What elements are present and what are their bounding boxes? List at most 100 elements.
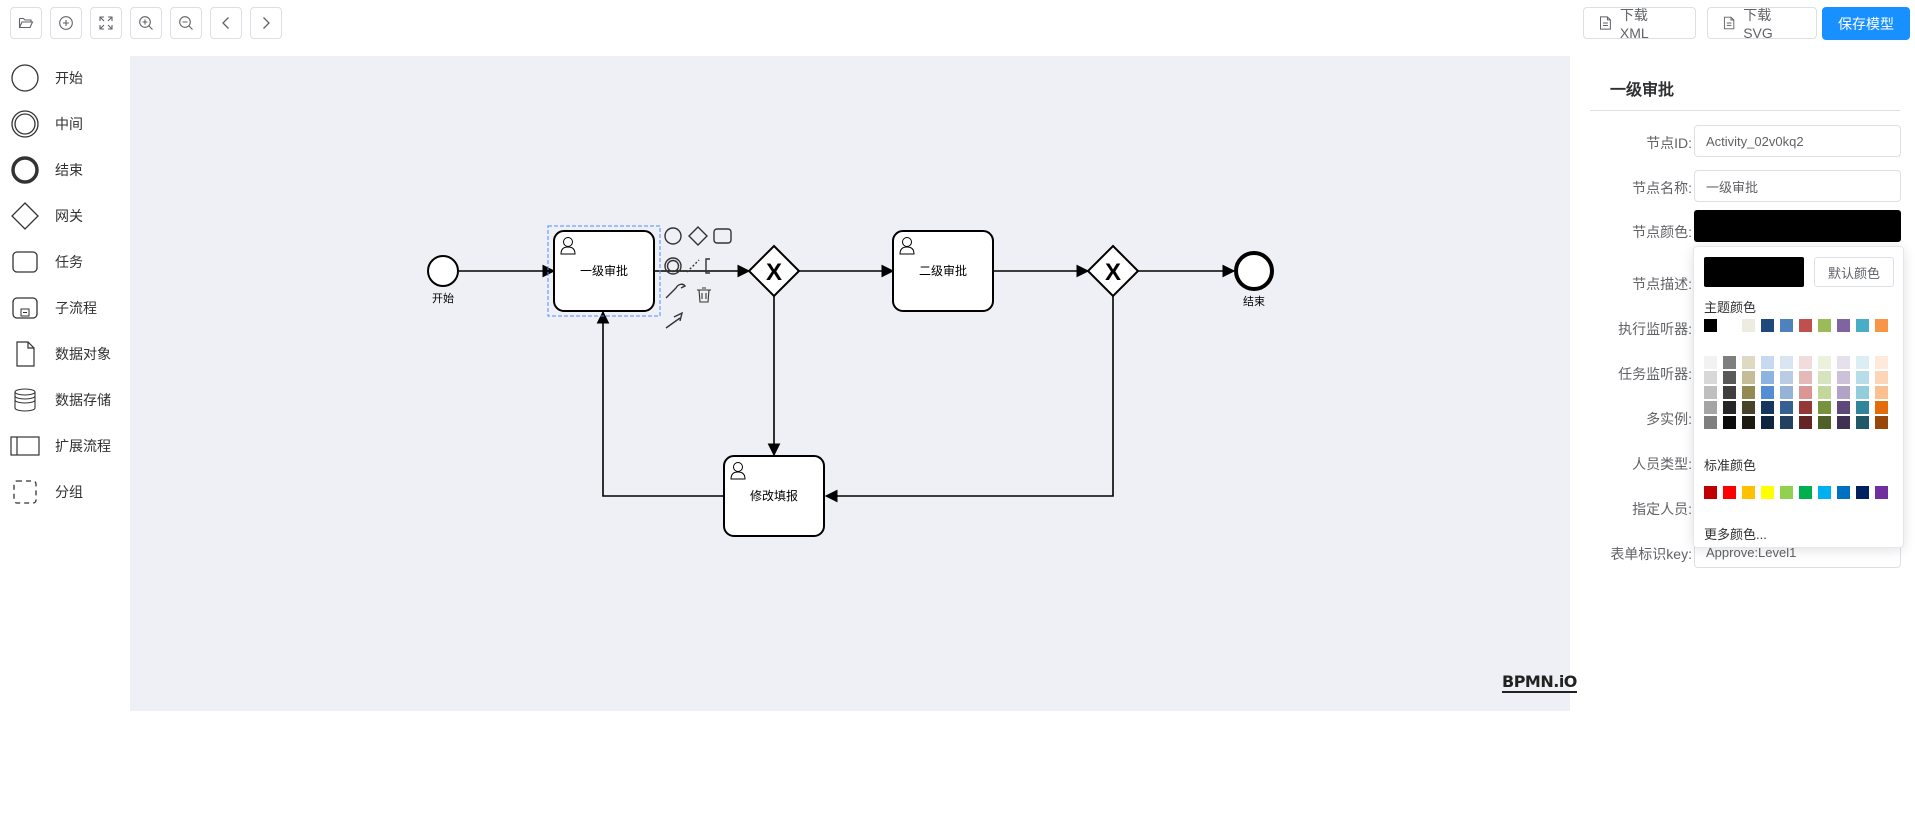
theme-shade-swatch[interactable]: [1818, 401, 1831, 414]
theme-color-swatch[interactable]: [1780, 319, 1793, 332]
theme-shade-swatch[interactable]: [1761, 371, 1774, 384]
theme-shade-swatch[interactable]: [1818, 356, 1831, 369]
zoom-out-button[interactable]: [170, 7, 202, 39]
task-modify[interactable]: 修改填报: [723, 455, 825, 537]
theme-shade-swatch[interactable]: [1837, 386, 1850, 399]
connect-arrow-icon[interactable]: [665, 311, 684, 329]
theme-color-swatch[interactable]: [1761, 319, 1774, 332]
theme-shade-swatch[interactable]: [1818, 416, 1831, 429]
theme-shade-swatch[interactable]: [1742, 416, 1755, 429]
standard-color-swatch[interactable]: [1742, 486, 1755, 499]
palette-item-data-store[interactable]: 数据存储: [10, 385, 111, 415]
connect-icon[interactable]: [686, 259, 700, 273]
theme-shade-swatch[interactable]: [1742, 401, 1755, 414]
theme-shade-swatch[interactable]: [1837, 401, 1850, 414]
theme-shade-swatch[interactable]: [1723, 386, 1736, 399]
theme-shade-swatch[interactable]: [1856, 356, 1869, 369]
start-event[interactable]: [427, 255, 459, 287]
trash-icon[interactable]: [697, 287, 711, 303]
theme-shade-swatch[interactable]: [1875, 356, 1888, 369]
standard-color-swatch[interactable]: [1856, 486, 1869, 499]
theme-shade-swatch[interactable]: [1704, 386, 1717, 399]
theme-shade-swatch[interactable]: [1856, 371, 1869, 384]
text-annotation-icon[interactable]: [705, 258, 710, 274]
theme-shade-swatch[interactable]: [1799, 401, 1812, 414]
theme-color-swatch[interactable]: [1837, 319, 1850, 332]
node-name-input[interactable]: [1694, 170, 1901, 202]
palette-item-start[interactable]: 开始: [10, 63, 83, 93]
theme-color-swatch[interactable]: [1742, 319, 1755, 332]
theme-shade-swatch[interactable]: [1780, 401, 1793, 414]
append-intermediate-event-icon[interactable]: [664, 257, 682, 275]
standard-color-swatch[interactable]: [1799, 486, 1812, 499]
theme-shade-swatch[interactable]: [1780, 386, 1793, 399]
task-level1[interactable]: 一级审批: [553, 230, 655, 312]
standard-color-swatch[interactable]: [1780, 486, 1793, 499]
theme-shade-swatch[interactable]: [1875, 371, 1888, 384]
theme-shade-swatch[interactable]: [1704, 371, 1717, 384]
diagram-canvas[interactable]: 开始 一级审批: [130, 56, 1577, 711]
standard-color-swatch[interactable]: [1761, 486, 1774, 499]
zoom-in-button[interactable]: [130, 7, 162, 39]
append-task-icon[interactable]: [713, 228, 732, 244]
palette-item-intermediate[interactable]: 中间: [10, 109, 83, 139]
save-model-button[interactable]: 保存模型: [1822, 7, 1910, 40]
theme-shade-swatch[interactable]: [1856, 401, 1869, 414]
theme-shade-swatch[interactable]: [1761, 401, 1774, 414]
exclusive-gateway-1[interactable]: X: [747, 244, 801, 298]
new-diagram-button[interactable]: [50, 7, 82, 39]
palette-item-task[interactable]: 任务: [10, 247, 83, 277]
theme-shade-swatch[interactable]: [1837, 416, 1850, 429]
standard-color-swatch[interactable]: [1875, 486, 1888, 499]
theme-shade-swatch[interactable]: [1742, 386, 1755, 399]
palette-item-participant[interactable]: 扩展流程: [10, 431, 111, 461]
theme-shade-swatch[interactable]: [1799, 356, 1812, 369]
more-colors-link[interactable]: 更多颜色...: [1704, 527, 1767, 542]
theme-color-swatch[interactable]: [1704, 319, 1717, 332]
download-svg-button[interactable]: 下载 SVG: [1707, 7, 1817, 41]
theme-shade-swatch[interactable]: [1799, 416, 1812, 429]
theme-shade-swatch[interactable]: [1723, 356, 1736, 369]
theme-shade-swatch[interactable]: [1704, 401, 1717, 414]
theme-color-swatch[interactable]: [1856, 319, 1869, 332]
theme-shade-swatch[interactable]: [1723, 371, 1736, 384]
theme-shade-swatch[interactable]: [1799, 371, 1812, 384]
palette-item-data-object[interactable]: 数据对象: [10, 339, 111, 369]
standard-color-swatch[interactable]: [1818, 486, 1831, 499]
theme-shade-swatch[interactable]: [1761, 356, 1774, 369]
theme-color-swatch[interactable]: [1875, 319, 1888, 332]
fit-viewport-button[interactable]: [90, 7, 122, 39]
theme-shade-swatch[interactable]: [1875, 386, 1888, 399]
theme-shade-swatch[interactable]: [1723, 401, 1736, 414]
theme-shade-swatch[interactable]: [1761, 416, 1774, 429]
theme-shade-swatch[interactable]: [1723, 416, 1736, 429]
theme-shade-swatch[interactable]: [1761, 386, 1774, 399]
download-xml-button[interactable]: 下载 XML: [1583, 7, 1696, 41]
task-level2[interactable]: 二级审批: [892, 230, 994, 312]
theme-shade-swatch[interactable]: [1875, 401, 1888, 414]
standard-color-swatch[interactable]: [1837, 486, 1850, 499]
palette-item-gateway[interactable]: 网关: [10, 201, 83, 231]
theme-shade-swatch[interactable]: [1837, 371, 1850, 384]
theme-color-swatch[interactable]: [1799, 319, 1812, 332]
theme-shade-swatch[interactable]: [1875, 416, 1888, 429]
append-end-event-icon[interactable]: [664, 227, 682, 245]
standard-color-swatch[interactable]: [1704, 486, 1717, 499]
open-file-button[interactable]: [10, 7, 42, 39]
theme-color-swatch[interactable]: [1723, 319, 1736, 332]
theme-shade-swatch[interactable]: [1704, 416, 1717, 429]
node-id-input[interactable]: [1694, 125, 1901, 157]
theme-shade-swatch[interactable]: [1780, 356, 1793, 369]
theme-shade-swatch[interactable]: [1856, 386, 1869, 399]
theme-shade-swatch[interactable]: [1799, 386, 1812, 399]
wrench-icon[interactable]: [665, 283, 687, 299]
redo-button[interactable]: [250, 7, 282, 39]
flow-gw2-task3[interactable]: [824, 296, 1114, 503]
theme-shade-swatch[interactable]: [1742, 371, 1755, 384]
theme-shade-swatch[interactable]: [1780, 371, 1793, 384]
exclusive-gateway-2[interactable]: X: [1086, 244, 1140, 298]
palette-item-subprocess[interactable]: 子流程: [10, 293, 97, 323]
theme-color-swatch[interactable]: [1818, 319, 1831, 332]
theme-shade-swatch[interactable]: [1837, 356, 1850, 369]
theme-shade-swatch[interactable]: [1780, 416, 1793, 429]
